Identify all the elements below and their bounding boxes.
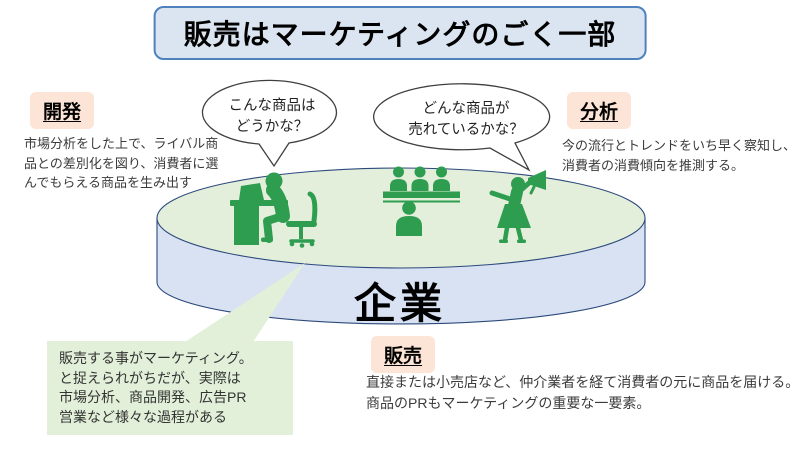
speech-bubble-left-text: こんな商品は どうかな？	[228, 98, 316, 136]
speech-bubble-right-text: どんな商品が 売れているかな？	[408, 101, 524, 139]
sales-label: 販売	[371, 336, 436, 373]
megaphone-promoter-icon	[489, 170, 546, 243]
marketing-note-callout: 販売する事がマーケティング。 と捉えられがちだが、実際は 市場分析、商品開発、広…	[47, 341, 293, 436]
callout-pointer	[185, 263, 305, 342]
development-label: 開発	[30, 92, 95, 129]
title-banner: 販売はマーケティングのごく一部	[153, 6, 647, 60]
sales-description: 直接または小売店など、仲介業者を経て消費者の元に商品を届ける。 商品のPRもマー…	[366, 374, 800, 411]
analysis-description: 今の流行とトレンドをいち早く察知し、 消費者の消費傾向を推測する。	[562, 138, 797, 173]
desk-worker-icon	[230, 172, 318, 248]
company-label: 企業	[353, 280, 447, 327]
speech-bubble-left-shape	[201, 79, 338, 168]
analysis-label: 分析	[567, 92, 632, 129]
development-description: 市場分析をした上で、ライバル商 品との差別化を図り、消費者に選 んでもらえる商品…	[24, 136, 219, 190]
page-title: 販売はマーケティングのごく一部	[183, 19, 617, 50]
speech-bubble-right-shape	[373, 83, 551, 172]
meeting-icon	[383, 166, 460, 236]
